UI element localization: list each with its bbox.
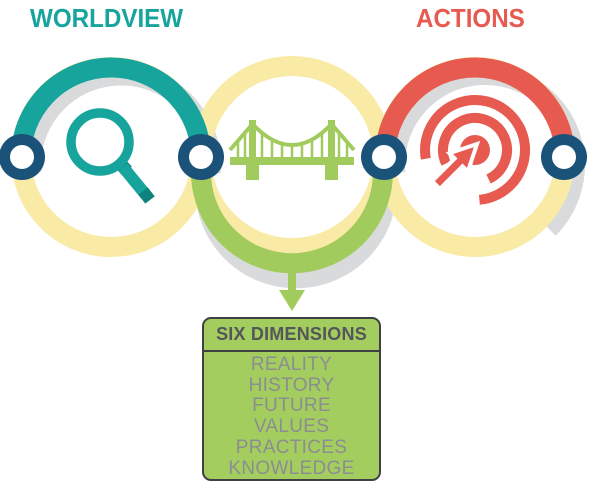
link-dot (361, 134, 407, 180)
link-dot (541, 134, 587, 180)
actions-coral-arc (375, 57, 575, 166)
worldview-label: WORLDVIEW (30, 3, 184, 33)
six-dimensions-title: SIX DIMENSIONS (204, 319, 379, 352)
actions-label: ACTIONS (416, 3, 525, 33)
target-click-icon (420, 94, 530, 205)
down-arrow-icon (279, 260, 305, 311)
worldview-teal-arc (11, 57, 211, 166)
dimension-item-knowledge: KNOWLEDGE (228, 457, 355, 479)
dimension-item-practices: PRACTICES (235, 436, 348, 458)
magnifier-icon (66, 108, 155, 204)
six-dimensions-box: SIX DIMENSIONS REALITY HISTORY FUTURE VA… (202, 317, 381, 481)
dimension-item-values: VALUES (253, 416, 330, 438)
dimension-item-future: FUTURE (252, 395, 331, 417)
bridge-icon (228, 120, 356, 180)
dimension-item-history: HISTORY (248, 374, 335, 396)
link-dot (178, 134, 224, 180)
link-dot (0, 134, 45, 180)
six-dimensions-list: REALITY HISTORY FUTURE VALUES PRACTICES … (204, 352, 379, 479)
dimension-item-reality: REALITY (250, 354, 333, 375)
